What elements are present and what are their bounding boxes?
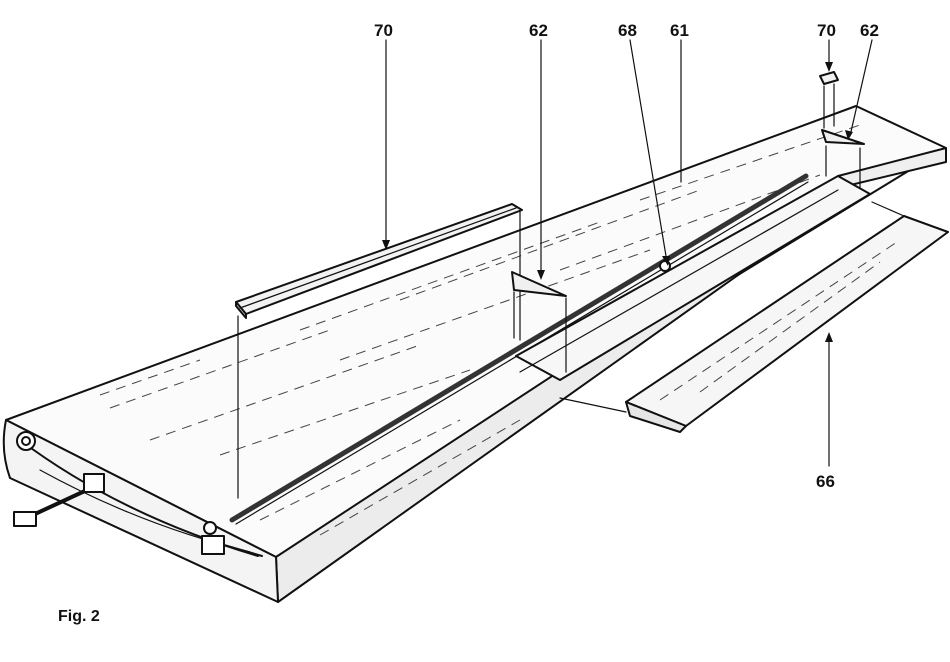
wing-panel — [4, 106, 946, 602]
label-62-left: 62 — [529, 21, 548, 40]
label-70-left: 70 — [374, 21, 393, 40]
label-61: 61 — [670, 21, 689, 40]
label-62-right: 62 — [860, 21, 879, 40]
label-68: 68 — [618, 21, 637, 40]
label-66: 66 — [816, 472, 835, 491]
label-70-right: 70 — [817, 21, 836, 40]
figure-caption: Fig. 2 — [58, 608, 100, 625]
